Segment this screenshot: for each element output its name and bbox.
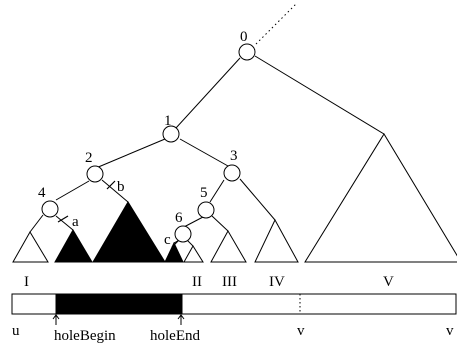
u-label: u <box>12 323 20 339</box>
node-2-label: 2 <box>85 150 93 166</box>
region-I-label: I <box>24 274 29 290</box>
node-4-label: 4 <box>38 185 46 201</box>
node-0-circle <box>238 43 256 61</box>
subtrees <box>12 133 457 263</box>
node-6-label: 6 <box>175 210 183 226</box>
subtree-I <box>12 231 49 263</box>
subtree-III <box>210 229 247 263</box>
storage-bar <box>11 293 457 315</box>
subtree-V <box>304 133 457 263</box>
subtree-black-a <box>54 229 93 263</box>
mark-c-label: c <box>164 232 171 248</box>
v-end-label: v <box>446 323 454 339</box>
v-mid-label: v <box>297 323 305 339</box>
node-1-circle <box>162 125 180 143</box>
mark-a-label: a <box>72 214 79 230</box>
pointer-arrows <box>52 314 185 325</box>
subtree-black-c <box>164 241 184 263</box>
region-IV-label: IV <box>269 274 285 290</box>
region-III-label: III <box>222 274 237 290</box>
cut-mark-b <box>106 180 116 190</box>
hole-begin-label: holeBegin <box>54 328 116 344</box>
subtree-black-b <box>92 201 166 263</box>
subtree-II <box>183 245 204 263</box>
node-6-circle <box>174 225 192 243</box>
tree-nodes <box>41 43 256 243</box>
hole-region <box>55 293 183 315</box>
node-3-circle <box>223 164 241 182</box>
subtree-IV <box>254 218 299 263</box>
node-2-circle <box>86 165 104 183</box>
root-continuation-dotted <box>255 3 297 45</box>
node-5-label: 5 <box>200 185 208 201</box>
mark-b-label: b <box>117 179 125 195</box>
node-3-label: 3 <box>230 148 238 164</box>
node-4-circle <box>41 200 59 218</box>
node-5-circle <box>197 201 215 219</box>
region-V-label: V <box>383 274 394 290</box>
hole-end-label: holeEnd <box>150 328 200 344</box>
region-II-label: II <box>192 274 202 290</box>
node-0-label: 0 <box>240 29 248 45</box>
cut-mark-a <box>57 215 69 223</box>
node-1-label: 1 <box>164 113 172 129</box>
